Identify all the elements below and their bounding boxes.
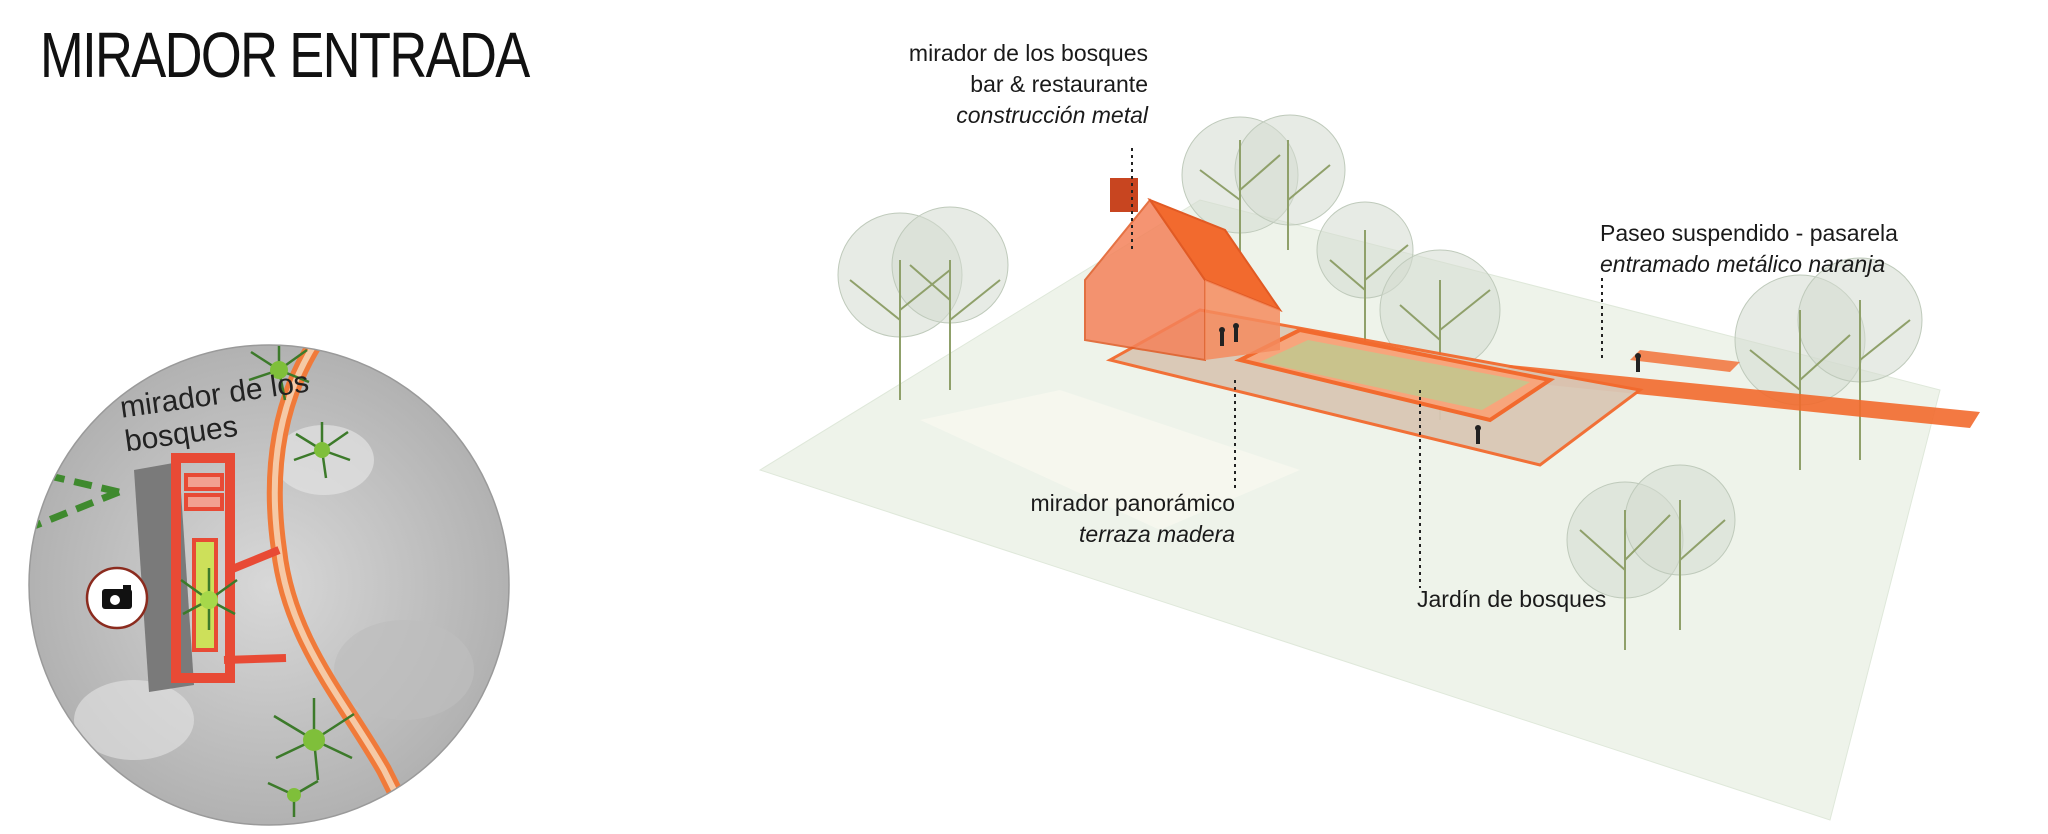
camera-icon — [85, 566, 149, 630]
callout-restaurant-material: construcción metal — [956, 102, 1148, 128]
walkway-bridge — [1500, 365, 1980, 428]
people-figures — [1219, 323, 1641, 444]
callout-terrace: mirador panorámico terraza madera — [1030, 488, 1235, 550]
leader-lines — [1131, 148, 1603, 588]
callout-walkway: Paseo suspendido - pasarela entramado me… — [1600, 218, 1898, 280]
callout-garden: Jardín de bosques — [1417, 584, 1606, 615]
callout-walkway-title: Paseo suspendido - pasarela — [1600, 220, 1898, 246]
building-footprint — [171, 453, 287, 683]
callout-garden-title: Jardín de bosques — [1417, 586, 1607, 612]
axonometric-drawing — [758, 114, 1980, 821]
tree-branches — [849, 140, 1911, 650]
tree-cluster — [180, 345, 355, 817]
callout-restaurant-title: mirador de los bosques — [908, 40, 1148, 66]
page-title: MIRADOR ENTRADA — [40, 19, 530, 91]
callout-walkway-material: entramado metálico naranja — [1600, 251, 1886, 277]
callout-restaurant: mirador de los bosques bar & restaurante… — [909, 38, 1148, 131]
callout-restaurant-subtitle: bar & restaurante — [970, 71, 1148, 97]
view-cone — [29, 466, 121, 534]
callout-terrace-title: mirador panorámico — [1030, 490, 1235, 516]
callout-terrace-material: terraza madera — [1079, 521, 1235, 547]
site-plan-map — [28, 344, 510, 826]
